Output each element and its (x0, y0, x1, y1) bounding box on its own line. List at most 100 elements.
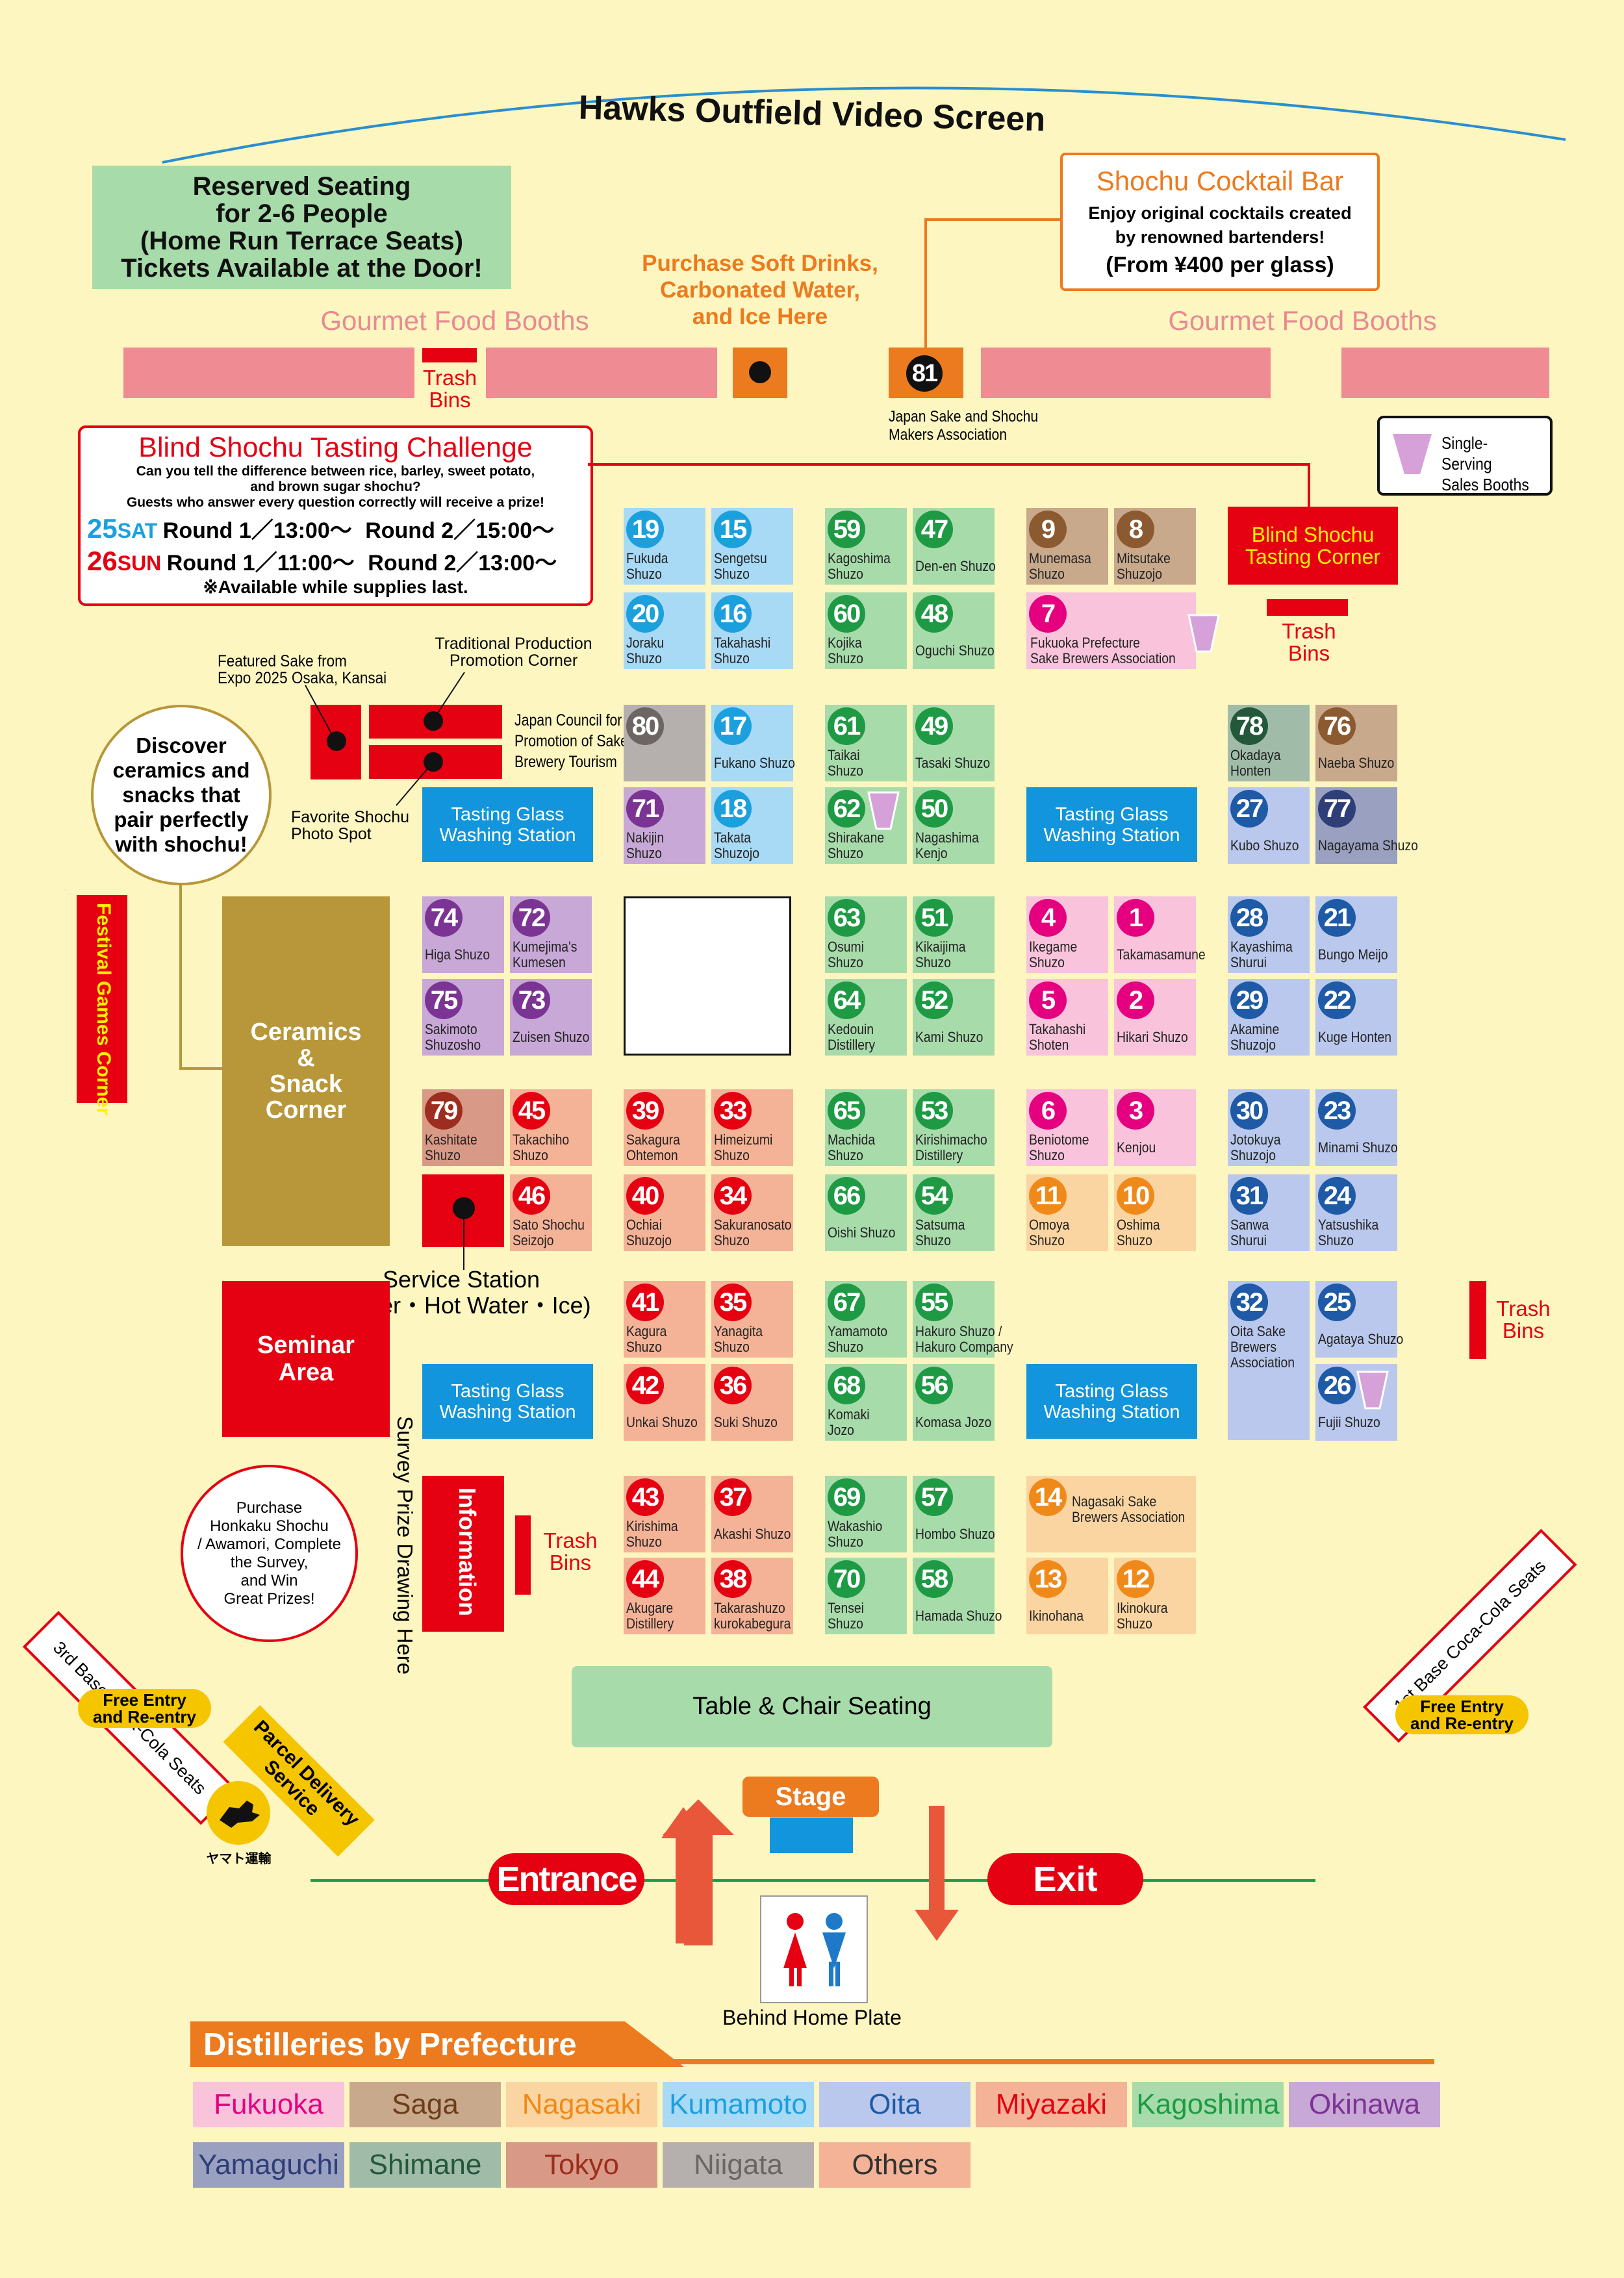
booth-name-line: Zuisen Shuzo (513, 1029, 590, 1045)
booth-number: 20 (626, 595, 664, 633)
booth-name-line: Takamasamune (1117, 946, 1206, 963)
booth-number: 5 (1029, 981, 1067, 1019)
booth-name-line: Kayashima (1230, 939, 1293, 955)
booth-number: 24 (1318, 1177, 1356, 1215)
booth-name: Naeba Shuzo (1318, 755, 1394, 771)
council-line: Promotion of Sake (514, 732, 628, 750)
booth-name-line: Nagashima (915, 829, 979, 846)
booth-81-line: Makers Association (889, 426, 1007, 444)
traditional-label: Traditional Production Promotion Corner (421, 635, 606, 669)
booth-name: Kami Shuzo (915, 1030, 983, 1045)
booth-number: 54 (915, 1177, 953, 1215)
booth-name: Hamada Shuzo (915, 1608, 1002, 1624)
table-chair-seating: Table & Chair Seating (572, 1666, 1052, 1747)
trash-text: Trash (1496, 1297, 1551, 1321)
booth-name-line: Himeizumi (714, 1132, 773, 1148)
booth-number: 78 (1230, 707, 1268, 745)
booth-name-line: Hakuro Company (915, 1339, 1013, 1355)
legend-item-kagoshima: Kagoshima (1132, 2082, 1284, 2127)
booth-name-line: Shuzojo (1230, 1147, 1276, 1163)
booth-name-line: Ohtemon (626, 1147, 678, 1163)
booth-name-line: Shurui (1230, 954, 1267, 970)
booth-81-label: Japan Sake and Shochu Makers Association (889, 408, 1038, 444)
day2-round1: Round 1／11:00～ (166, 551, 355, 576)
blind-connector (588, 463, 1310, 507)
yamato-label: ヤマト運輸 (206, 1852, 272, 1866)
booth-name-line: Hikari Shuzo (1117, 1029, 1188, 1045)
booth-number: 16 (714, 595, 752, 633)
booth-number: 2 (1117, 981, 1154, 1019)
booth-81-number: 81 (906, 355, 943, 392)
booth-name-line: Unkai Shuzo (626, 1414, 698, 1430)
booth-number: 23 (1318, 1092, 1356, 1130)
booth-number: 61 (828, 707, 865, 745)
booth-name-line: Shuzo (828, 1534, 863, 1550)
booth-name-line: Kirishima (626, 1518, 678, 1534)
food-booth (123, 348, 414, 398)
booth-number: 29 (1230, 981, 1268, 1019)
booth-name: Suki Shuzo (714, 1415, 778, 1430)
booth-name-line: Tasaki Shuzo (915, 755, 991, 771)
cocktail-bar-text: Enjoy original cocktails created (1088, 203, 1352, 223)
restroom-sign (760, 1895, 868, 2003)
seminar-line: Area (278, 1359, 334, 1386)
booth-number: 67 (828, 1284, 865, 1321)
booth-name-line: Shuzojo (626, 1232, 672, 1248)
booth-name: Ikinohana (1029, 1608, 1084, 1624)
booth-number: 58 (915, 1560, 953, 1598)
booth-name-line: Kubo Shuzo (1230, 837, 1299, 854)
reserved-line: for 2-6 People (216, 199, 388, 228)
gourmet-right-label: Gourmet Food Booths (1168, 305, 1437, 336)
legend-item-yamaguchi: Yamaguchi (193, 2142, 344, 2188)
booth-name-line: Joraku (626, 635, 665, 651)
booth-name-line: Shuzo (828, 1339, 863, 1355)
cocktail-bar-title: Shochu Cocktail Bar (1096, 166, 1344, 196)
booth-name-line: Shuzo (714, 1147, 750, 1163)
washing-line: Washing Station (1043, 824, 1180, 846)
booth-name-line: Omoya (1029, 1217, 1070, 1233)
booth-name-line: Shuzo (513, 1147, 548, 1163)
washing-line: Washing Station (439, 824, 576, 846)
booth-number: 52 (915, 981, 953, 1019)
booth-name-line: Oishi Shuzo (828, 1224, 896, 1241)
booth-name-line: Kashitate (425, 1132, 477, 1148)
food-booth (1341, 348, 1549, 398)
booth-name-line: Shirakane (828, 829, 885, 846)
council-line: Brewery Tourism (514, 753, 617, 771)
blind-challenge-title: Blind Shochu Tasting Challenge (138, 432, 533, 463)
booth-name-line: Shuzojo (714, 845, 759, 861)
legend-item-shimane: Shimane (349, 2142, 501, 2188)
legend-item-fukuoka: Fukuoka (193, 2082, 344, 2127)
booth-number: 79 (425, 1092, 463, 1130)
arrow-up-icon (661, 1807, 705, 1943)
booth-name: Hombo Shuzo (915, 1526, 995, 1542)
exit-button[interactable]: Exit (987, 1853, 1143, 1905)
booth-name-line: Shuzo (626, 566, 662, 582)
legend-item-niigata: Niigata (663, 2142, 814, 2188)
trash-text: Bins (1288, 641, 1330, 665)
entrance-button[interactable]: Entrance (488, 1853, 644, 1905)
booth-number: 36 (714, 1367, 752, 1404)
booth-name-line: Shuzo (626, 845, 662, 861)
trash-text: Bins (1502, 1319, 1545, 1343)
booth-name-line: Kenjo (915, 845, 948, 861)
booth-number: 68 (828, 1367, 865, 1404)
